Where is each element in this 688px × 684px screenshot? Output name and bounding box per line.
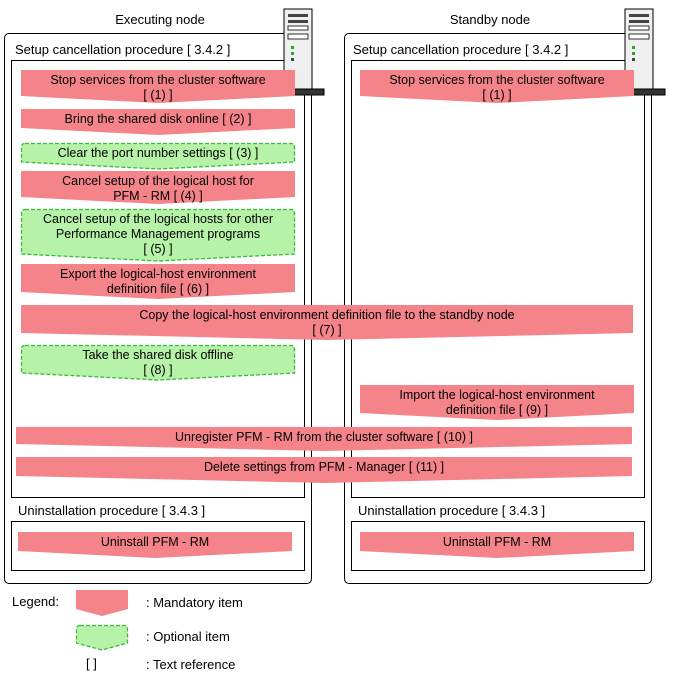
legend-title: Legend: [12, 594, 59, 609]
legend-mandatory-label: : Mandatory item [146, 595, 243, 610]
legend-mandatory-shape [76, 590, 128, 616]
executing-node-title: Executing node [115, 12, 205, 27]
standby-uninstall-step: Uninstall PFM - RM [360, 532, 634, 558]
exec-step-2: Bring the shared disk online [ (2) ] [21, 109, 295, 135]
mandatory-step-shape [16, 457, 632, 483]
shared-step-10: Unregister PFM - RM from the cluster sof… [16, 427, 632, 451]
standby-step-9: Import the logical-host environment defi… [360, 385, 634, 420]
exec-uninstall-step: Uninstall PFM - RM [18, 532, 292, 558]
executing-setup-title: Setup cancellation procedure [ 3.4.2 ] [15, 42, 231, 57]
legend-optional-shape [75, 624, 129, 651]
mandatory-step-shape [21, 305, 633, 340]
mandatory-step-shape [360, 70, 634, 103]
exec-step-5: Cancel setup of the logical hosts for ot… [20, 208, 296, 262]
standby-setup-box [351, 60, 645, 498]
legend-reference-symbol: [ ] [86, 656, 97, 671]
standby-setup-title: Setup cancellation procedure [ 3.4.2 ] [353, 42, 569, 57]
shared-step-7: Copy the logical-host environment defini… [21, 305, 633, 340]
optional-step-shape [20, 142, 296, 170]
exec-step-3: Clear the port number settings [ (3) ] [20, 142, 296, 170]
exec-step-8: Take the shared disk offline [ (8) ] [20, 344, 296, 381]
mandatory-step-shape [360, 385, 634, 420]
mandatory-step-shape [16, 427, 632, 451]
mandatory-step-shape [21, 70, 295, 103]
mandatory-step-shape [360, 532, 634, 558]
shared-step-11: Delete settings from PFM - Manager [ (11… [16, 457, 632, 483]
optional-step-shape [20, 344, 296, 381]
mandatory-step-shape [21, 109, 295, 135]
legend-optional-label: : Optional item [146, 629, 230, 644]
mandatory-step-shape [21, 171, 295, 204]
exec-step-4: Cancel setup of the logical host for PFM… [21, 171, 295, 204]
standby-uninstall-title: Uninstallation procedure [ 3.4.3 ] [358, 503, 546, 518]
standby-node-title: Standby node [449, 12, 531, 27]
legend-reference-label: : Text reference [146, 657, 236, 672]
executing-uninstall-title: Uninstallation procedure [ 3.4.3 ] [18, 503, 206, 518]
exec-step-6: Export the logical-host environment defi… [21, 264, 295, 299]
mandatory-step-shape [76, 590, 128, 616]
mandatory-step-shape [18, 532, 292, 558]
optional-step-shape [20, 208, 296, 262]
mandatory-step-shape [21, 264, 295, 299]
exec-step-1: Stop services from the cluster software … [21, 70, 295, 103]
standby-step-1: Stop services from the cluster software … [360, 70, 634, 103]
optional-step-shape [75, 624, 129, 651]
